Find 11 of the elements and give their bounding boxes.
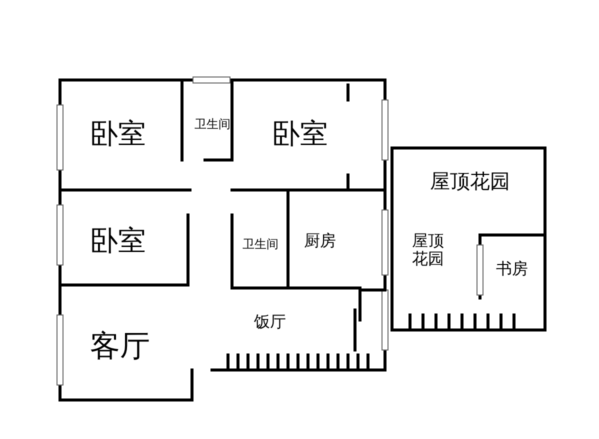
room-label: 卧室 — [89, 118, 147, 150]
room-label: 屋顶花园 — [411, 232, 445, 269]
room-label: 卫生间 — [242, 238, 280, 252]
room-label: 厨房 — [303, 232, 337, 250]
room-label: 屋顶花园 — [429, 170, 511, 193]
room-label: 书房 — [495, 260, 529, 278]
room-label: 卫生间 — [194, 118, 232, 132]
room-label: 饭厅 — [253, 313, 287, 332]
room-label: 卧室 — [271, 118, 329, 150]
room-label: 客厅 — [89, 330, 151, 364]
room-label: 卧室 — [89, 225, 147, 258]
